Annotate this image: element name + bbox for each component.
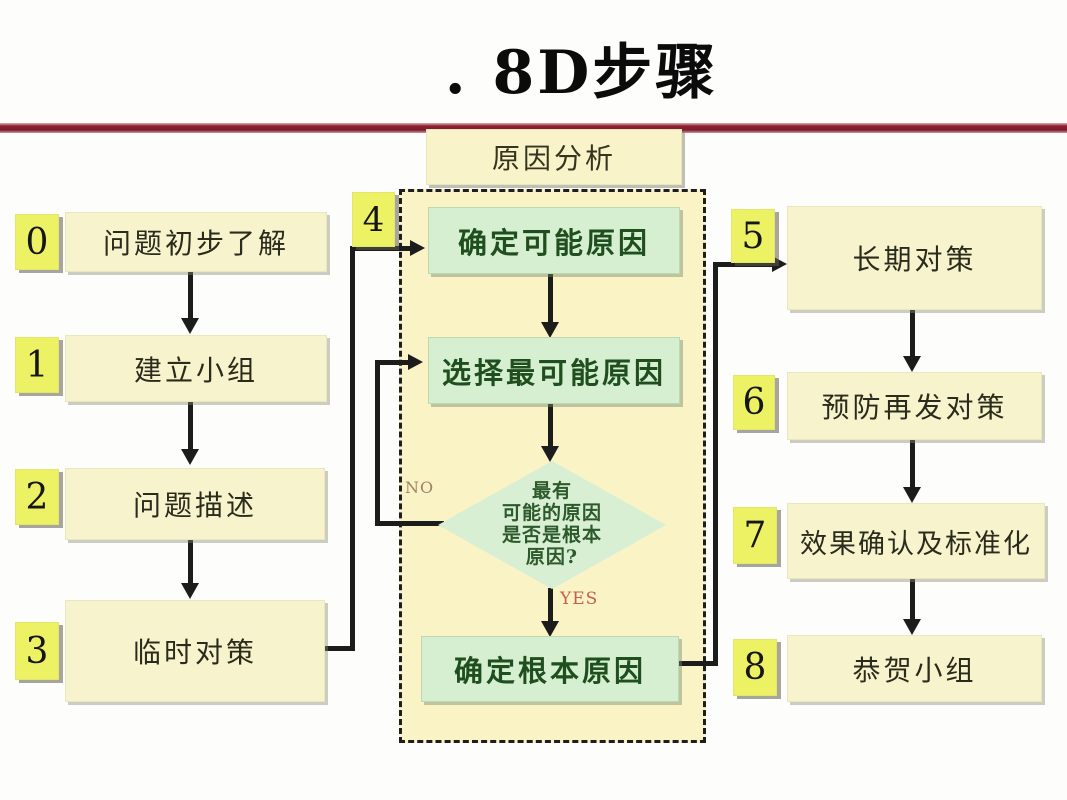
step-number-2: 2	[15, 469, 59, 525]
diamond-text-line: 可能的原因	[501, 502, 602, 524]
arrow-yes-head	[541, 621, 559, 637]
step-number-8: 8	[733, 639, 777, 696]
arrow-c2-shaft	[548, 402, 553, 448]
arrow-c2-head	[541, 446, 559, 462]
possible-cause-box: 确定可能原因	[428, 207, 680, 274]
step-number-5: 5	[731, 209, 775, 263]
step-number-3: 3	[15, 622, 59, 680]
no-label: NO	[405, 478, 435, 497]
arrow-7-8-head	[903, 619, 921, 635]
arrow-5-6-shaft	[910, 308, 915, 358]
arrow-0-1-shaft	[188, 270, 193, 322]
step-box-2: 问题描述	[65, 468, 325, 540]
arrow-2-3-head	[181, 583, 199, 599]
step-box-8: 恭贺小组	[787, 635, 1042, 702]
arrow-5-6-head	[903, 356, 921, 372]
arrow-yes-shaft	[548, 588, 553, 623]
step-box-5: 长期对策	[787, 206, 1042, 310]
arrow-7-8-shaft	[910, 577, 915, 621]
diamond-text-line: 是否是根本	[501, 524, 602, 546]
arrow-6-7-head	[903, 487, 921, 503]
no-loop-head	[408, 354, 423, 370]
arrow-c1-shaft	[548, 272, 553, 324]
no-loop-seg1	[378, 521, 444, 526]
connector-root-to-5-head	[772, 256, 787, 272]
step-number-0: 0	[15, 214, 59, 270]
arrow-c1-head	[541, 322, 559, 338]
connector-3-to-4-seg3	[355, 246, 412, 251]
divider-line	[0, 123, 1067, 133]
step-number-6: 6	[733, 375, 775, 430]
diamond-text-line: 最有	[531, 480, 572, 502]
connector-3-to-4-head	[410, 240, 425, 256]
yes-label: YES	[560, 589, 599, 609]
page-title: . 8D步骤	[444, 38, 719, 108]
arrow-1-2-shaft	[188, 400, 193, 453]
connector-root-to-5-seg2	[713, 262, 718, 666]
arrow-0-1-head	[181, 318, 199, 334]
step-box-0: 问题初步了解	[65, 212, 327, 272]
diamond-text-line: 原因?	[525, 546, 579, 568]
no-loop-seg2	[375, 360, 380, 526]
arrow-6-7-shaft	[910, 438, 915, 489]
step-box-6: 预防再发对策	[787, 372, 1042, 440]
no-loop-seg3	[380, 360, 410, 365]
root-cause-box: 确定根本原因	[421, 636, 679, 702]
step-box-3: 临时对策	[65, 600, 325, 702]
step-box-7: 效果确认及标准化	[787, 503, 1045, 579]
step-number-4: 4	[352, 192, 395, 247]
connector-3-to-4-seg1	[325, 646, 355, 651]
connector-root-to-5-seg1	[677, 661, 718, 666]
step-number-1: 1	[15, 337, 59, 393]
step-box-1: 建立小组	[65, 335, 327, 402]
arrow-2-3-shaft	[188, 538, 193, 587]
step-number-7: 7	[733, 507, 777, 564]
most-likely-cause-box: 选择最可能原因	[428, 337, 680, 404]
arrow-1-2-head	[181, 449, 199, 465]
connector-3-to-4-seg2	[350, 246, 355, 651]
cause-analysis-header: 原因分析	[426, 129, 682, 185]
connector-root-to-5-seg3	[718, 262, 774, 267]
